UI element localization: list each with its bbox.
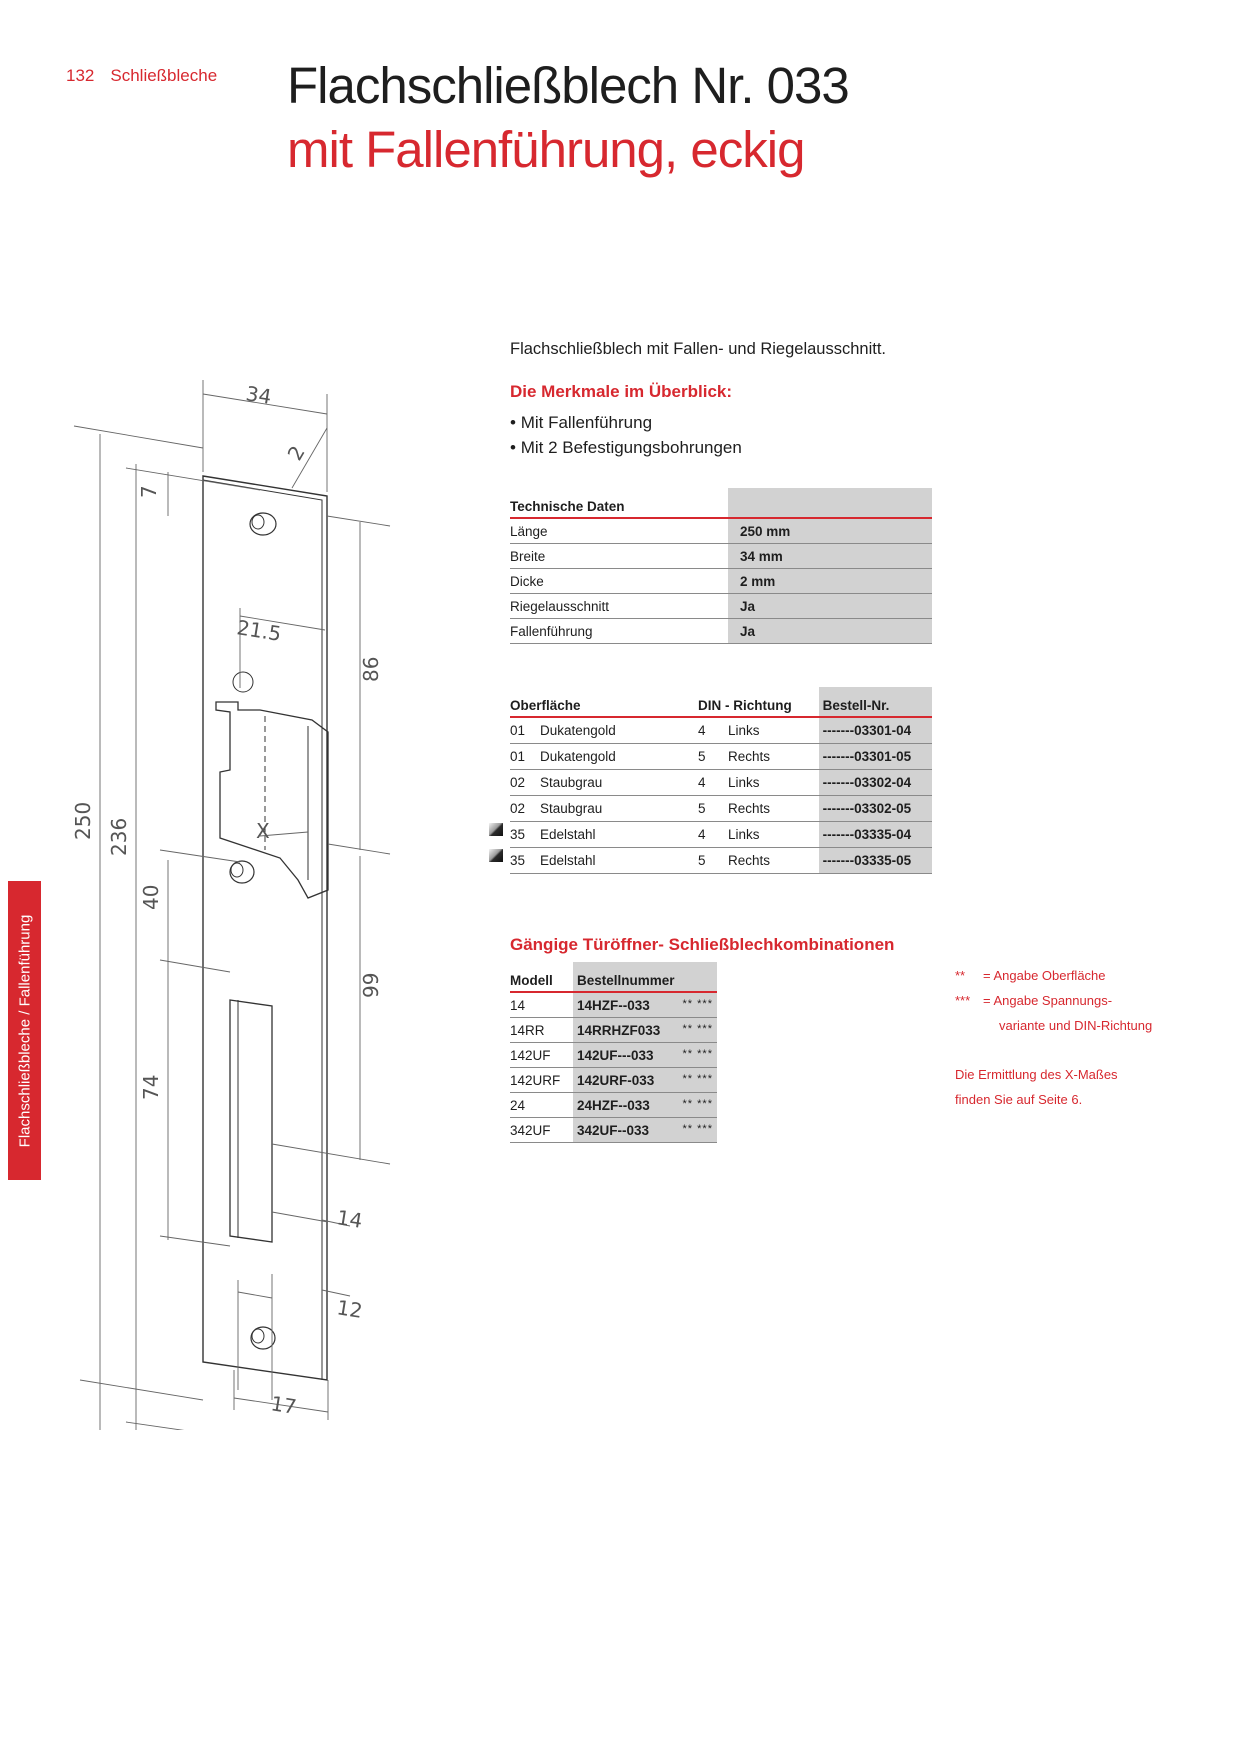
section-name: Schließbleche	[110, 66, 218, 85]
dim-12: 12	[335, 1295, 364, 1323]
dim-40: 40	[139, 885, 163, 910]
combos-heading: Gängige Türöffner- Schließblechkombinati…	[510, 935, 895, 954]
footnote-continuation: variante und DIN-Richtung	[999, 1018, 1153, 1033]
dim-250: 250	[71, 802, 95, 840]
dim-x: X	[256, 819, 270, 843]
dim-21-5: 21.5	[235, 615, 283, 646]
plate-outline	[202, 475, 328, 1381]
plate-thickness-edge	[202, 476, 323, 1380]
middle-hole	[229, 860, 255, 884]
tech-heading: Technische Daten	[510, 488, 728, 519]
footnotes: **= Angabe Oberfläche ***= Angabe Spannu…	[955, 963, 1152, 1038]
feature-item: Mit 2 Befestigungsbohrungen	[510, 435, 742, 460]
dim-2: 2	[283, 441, 310, 464]
footnote: **= Angabe Oberfläche	[955, 968, 1106, 983]
section-side-tab: Flachschließbleche / Fallenführung	[8, 881, 41, 1180]
bottom-hole	[250, 1326, 276, 1350]
edelstahl-swatch-icon	[489, 823, 503, 836]
col-surface: Oberfläche	[510, 687, 698, 718]
top-hole	[249, 512, 277, 536]
edelstahl-swatch-icon	[489, 849, 503, 862]
footnote: ***= Angabe Spannungs-	[955, 993, 1113, 1008]
bolt-cutout	[229, 999, 273, 1243]
page-title: Flachschließblech Nr. 033	[287, 57, 850, 114]
dim-14: 14	[335, 1205, 364, 1233]
dim-34: 34	[244, 381, 273, 409]
page-header: 132 Schließbleche	[66, 66, 233, 86]
dim-86: 86	[359, 657, 383, 682]
col-order-nr: Bestell-Nr.	[818, 687, 932, 718]
col-din: DIN - Richtung	[698, 687, 819, 718]
strike-plate-drawing: 34 2 7 21.5 86 250 236 X 40 99 74 14 12 …	[71, 380, 391, 1430]
page-number: 132	[66, 66, 95, 85]
order-table: Oberfläche DIN - Richtung Bestell-Nr. 01…	[510, 687, 932, 874]
dim-236: 236	[107, 818, 131, 856]
dim-17: 17	[269, 1391, 298, 1419]
dim-74: 74	[139, 1075, 163, 1100]
intro-text: Flachschließblech mit Fallen- und Riegel…	[510, 340, 887, 358]
page-subtitle: mit Fallenführung, eckig	[287, 121, 805, 178]
latch-opening	[215, 701, 329, 899]
col-order-number: Bestellnummer	[573, 962, 717, 993]
x-measure-hint: Die Ermittlung des X-Maßes finden Sie au…	[955, 1067, 1118, 1107]
features-heading: Die Merkmale im Überblick:	[510, 382, 733, 401]
feature-item: Mit Fallenführung	[510, 410, 742, 435]
side-tab-label: Flachschließbleche / Fallenführung	[16, 914, 33, 1147]
dim-7: 7	[137, 485, 161, 498]
dim-99: 99	[359, 973, 383, 998]
col-model: Modell	[510, 962, 573, 993]
features-list: Mit Fallenführung Mit 2 Befestigungsbohr…	[510, 410, 742, 460]
